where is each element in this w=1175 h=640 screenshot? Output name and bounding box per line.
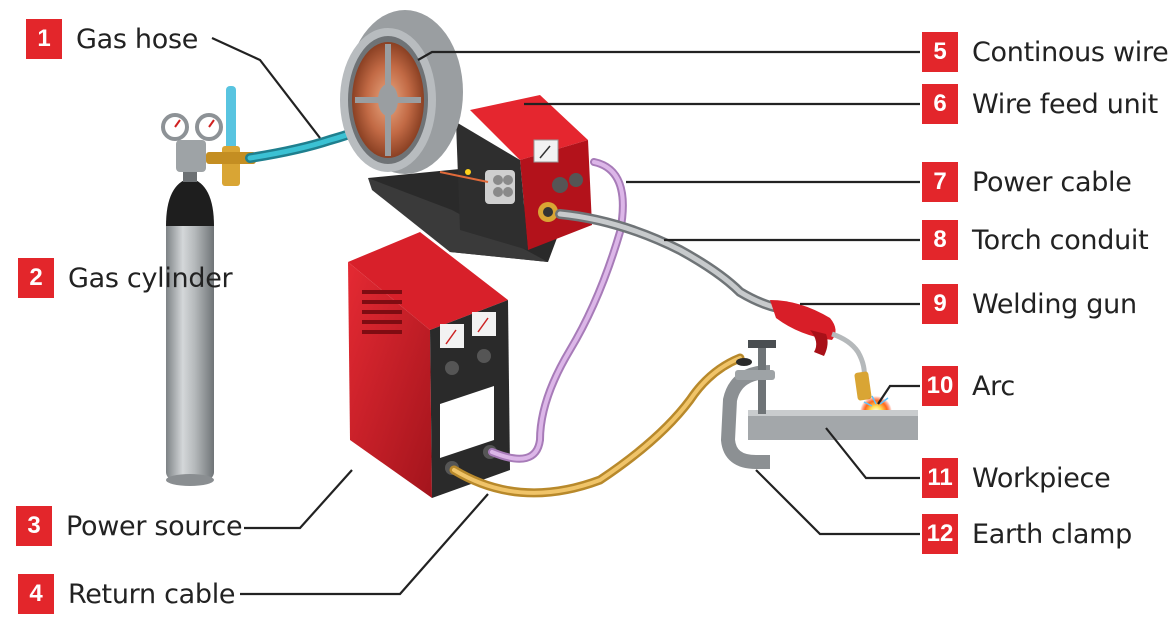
leader-line-5 xyxy=(417,50,920,61)
label-earth-clamp: 12 Earth clamp xyxy=(922,514,1132,554)
leader-line-12 xyxy=(755,469,920,536)
label-number: 3 xyxy=(16,506,52,546)
label-number: 7 xyxy=(922,162,958,202)
power-source-unit xyxy=(348,232,510,498)
label-power-source: 3 Power source xyxy=(16,506,243,546)
label-torch-conduit: 8 Torch conduit xyxy=(922,220,1149,260)
label-text: Welding gun xyxy=(972,288,1137,320)
label-workpiece: 11 Workpiece xyxy=(922,458,1111,498)
label-gas-cylinder: 2 Gas cylinder xyxy=(18,258,233,298)
label-number: 12 xyxy=(922,514,958,554)
leader-line-3 xyxy=(244,469,353,530)
label-number: 1 xyxy=(26,19,62,59)
label-text: Earth clamp xyxy=(972,518,1133,550)
label-gas-hose: 1 Gas hose xyxy=(26,19,198,59)
label-number: 5 xyxy=(922,32,958,72)
label-wire-feed-unit: 6 Wire feed unit xyxy=(922,84,1158,124)
gas-regulator xyxy=(161,86,256,186)
workpiece-plate xyxy=(748,410,918,440)
label-arc: 10 Arc xyxy=(922,366,1015,406)
label-power-cable: 7 Power cable xyxy=(922,162,1132,202)
label-number: 4 xyxy=(18,574,54,614)
label-text: Return cable xyxy=(68,578,236,610)
label-text: Power source xyxy=(66,510,243,542)
earth-clamp xyxy=(720,340,776,469)
label-text: Arc xyxy=(972,370,1015,402)
leader-line-10 xyxy=(877,384,920,405)
leader-line-1 xyxy=(211,37,321,139)
label-welding-gun: 9 Welding gun xyxy=(922,284,1137,324)
label-text: Gas cylinder xyxy=(68,262,233,294)
welding-gun xyxy=(770,300,872,401)
leader-line-11 xyxy=(825,427,920,480)
gas-cylinder xyxy=(166,168,214,486)
label-text: Power cable xyxy=(972,166,1132,198)
label-text: Continous wire xyxy=(972,36,1169,68)
arc-sparks xyxy=(863,395,889,407)
leader-lines xyxy=(211,37,920,596)
label-return-cable: 4 Return cable xyxy=(18,574,236,614)
label-text: Wire feed unit xyxy=(972,88,1158,120)
label-number: 9 xyxy=(922,284,958,324)
label-number: 8 xyxy=(922,220,958,260)
label-number: 6 xyxy=(922,84,958,124)
label-number: 10 xyxy=(922,366,958,406)
label-number: 11 xyxy=(922,458,958,498)
label-continous-wire: 5 Continous wire xyxy=(922,32,1169,72)
leader-line-4 xyxy=(240,493,489,596)
label-number: 2 xyxy=(18,258,54,298)
label-text: Gas hose xyxy=(76,23,199,55)
wire-feed-unit xyxy=(368,95,592,262)
label-text: Torch conduit xyxy=(972,224,1149,256)
wire-reel xyxy=(340,10,463,174)
label-text: Workpiece xyxy=(972,462,1111,494)
